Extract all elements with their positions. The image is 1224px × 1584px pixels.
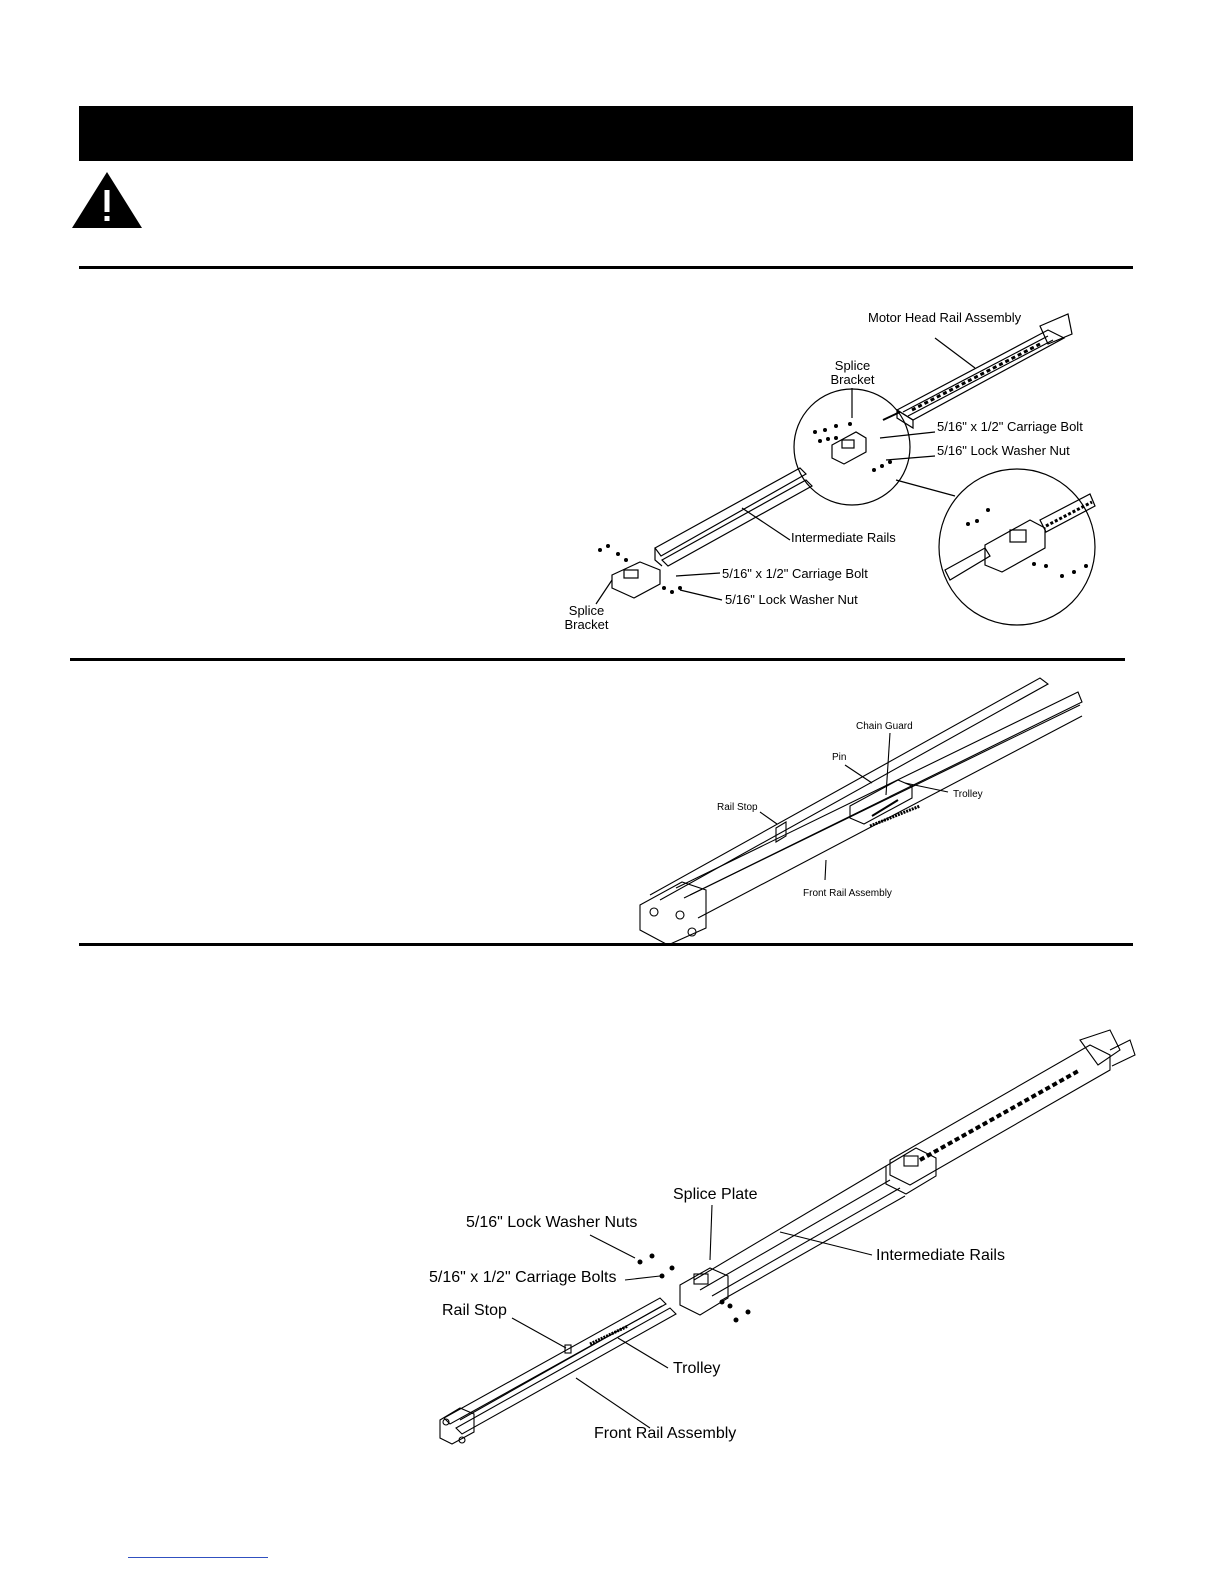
- label-splice-plate: Splice Plate: [673, 1186, 758, 1203]
- label-intermediate-rails: Intermediate Rails: [876, 1247, 1005, 1264]
- label-motor-head-rail-assembly: Motor Head Rail Assembly: [868, 310, 1022, 325]
- bolt-dots: [598, 422, 1088, 594]
- label-splice-bracket: Splice Bracket: [564, 603, 609, 633]
- label-lock-washer-nut: 5/16" Lock Washer Nut: [937, 443, 1070, 458]
- section-divider: [79, 943, 1133, 946]
- footer-link-underline: [128, 1557, 268, 1558]
- motor-head-rail-drawing: [882, 313, 1073, 430]
- detail-circle: [793, 388, 911, 506]
- label-rail-stop: Rail Stop: [717, 802, 758, 813]
- label-rail-stop: Rail Stop: [442, 1302, 507, 1319]
- label-intermediate-rails: Intermediate Rails: [791, 530, 896, 545]
- section-header-bar: [79, 106, 1133, 161]
- label-trolley: Trolley: [953, 789, 983, 800]
- label-splice-bracket: Splice Bracket: [830, 358, 875, 388]
- section-divider: [79, 266, 1133, 269]
- label-chain-guard: Chain Guard: [856, 721, 913, 732]
- section-divider: [70, 658, 1125, 661]
- label-carriage-bolts: 5/16" x 1/2" Carriage Bolts: [429, 1269, 617, 1286]
- label-trolley: Trolley: [673, 1360, 721, 1377]
- label-front-rail-assembly: Front Rail Assembly: [803, 888, 892, 899]
- bolt-dots: [637, 1253, 751, 1323]
- label-carriage-bolt: 5/16" x 1/2" Carriage Bolt: [937, 419, 1083, 434]
- detail-circle: [938, 468, 1096, 626]
- label-pin: Pin: [832, 752, 847, 763]
- label-carriage-bolt: 5/16" x 1/2" Carriage Bolt: [722, 566, 868, 581]
- label-front-rail-assembly: Front Rail Assembly: [594, 1425, 737, 1442]
- label-lock-washer-nuts: 5/16" Lock Washer Nuts: [466, 1214, 638, 1231]
- label-lock-washer-nut: 5/16" Lock Washer Nut: [725, 592, 858, 607]
